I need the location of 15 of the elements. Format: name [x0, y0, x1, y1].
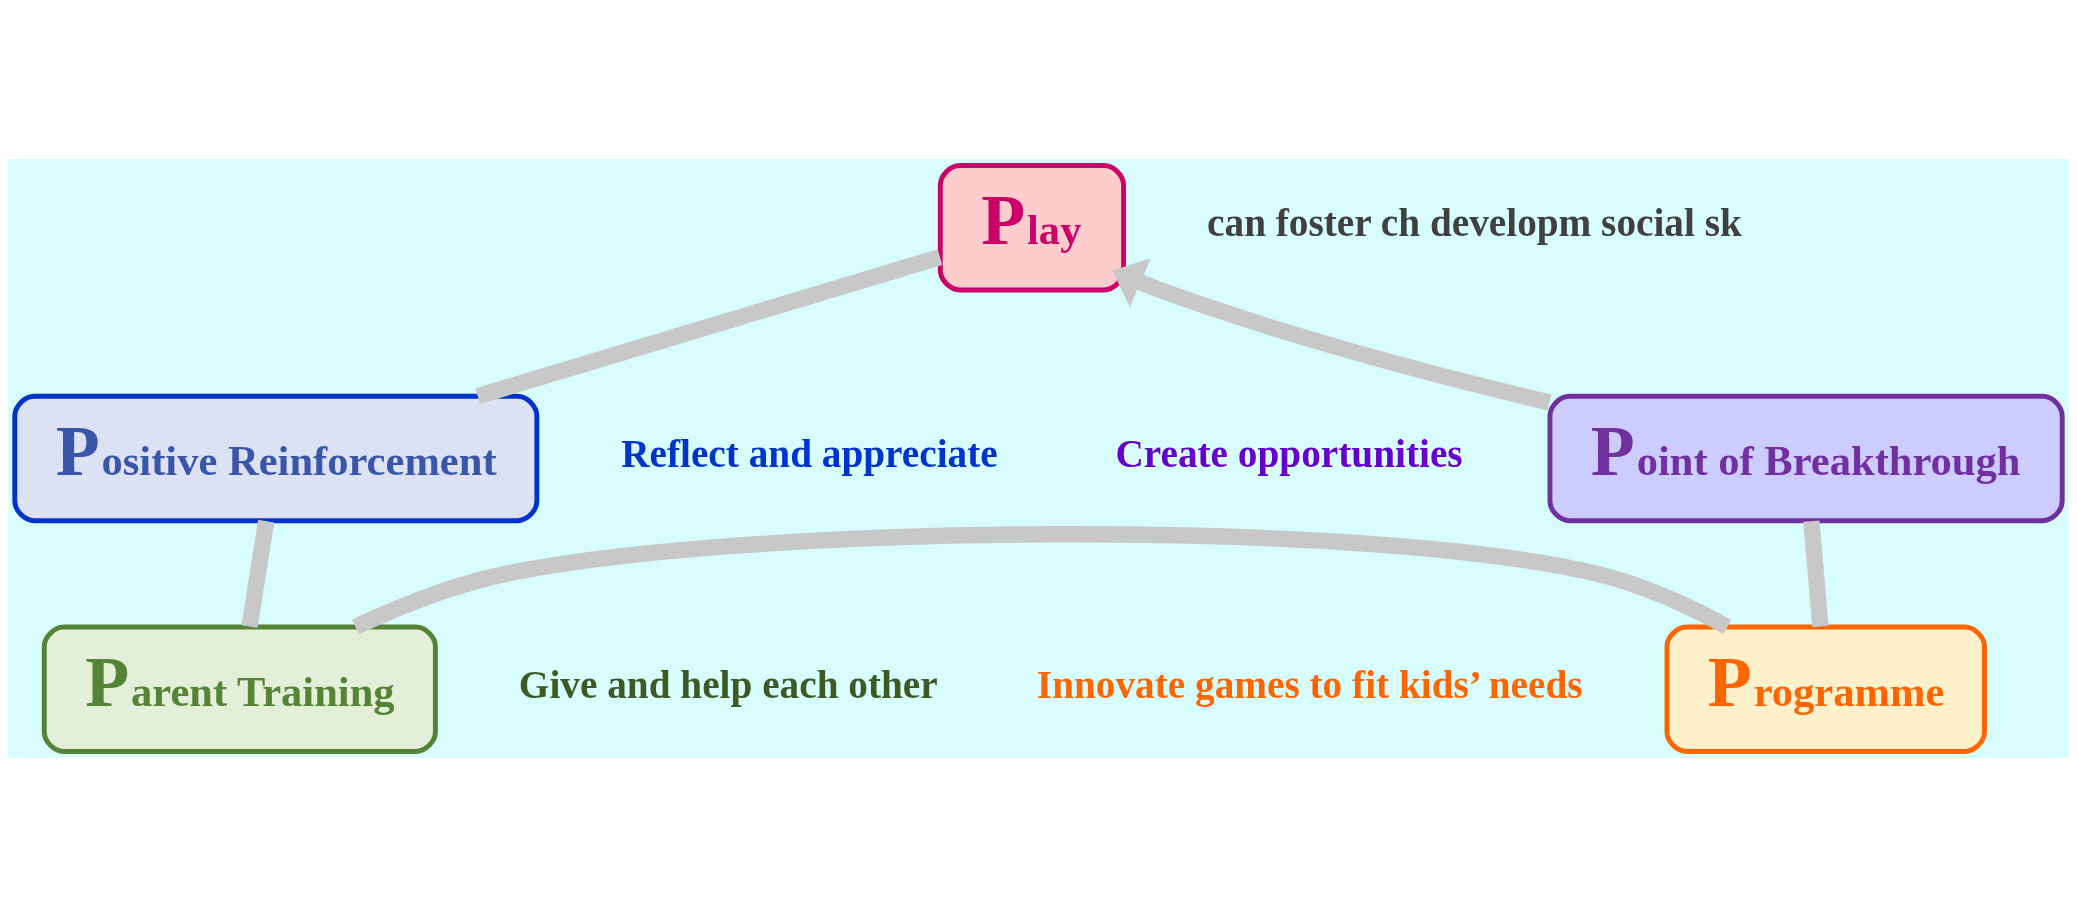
node-box: Positive Reinforcement — [12, 393, 540, 524]
node-box: Point of Breakthrough — [1547, 393, 2065, 524]
node-box: Play — [937, 163, 1127, 293]
node-box: Parent Training — [41, 624, 438, 754]
connector — [241, 519, 275, 628]
arrow — [1112, 258, 1552, 411]
node-box: Programme — [1664, 624, 1987, 754]
connector — [475, 249, 943, 404]
connector — [352, 526, 1732, 635]
node-label: Create opportunities — [1115, 432, 1463, 476]
connector — [1803, 520, 1829, 628]
label: can foster ch developm social sk — [1207, 201, 1742, 245]
node-label: Reflect and appreciate — [621, 432, 998, 476]
node-label: Innovate games to fit kids’ needs — [1036, 662, 1583, 706]
node-label: Give and help each other — [518, 662, 938, 706]
